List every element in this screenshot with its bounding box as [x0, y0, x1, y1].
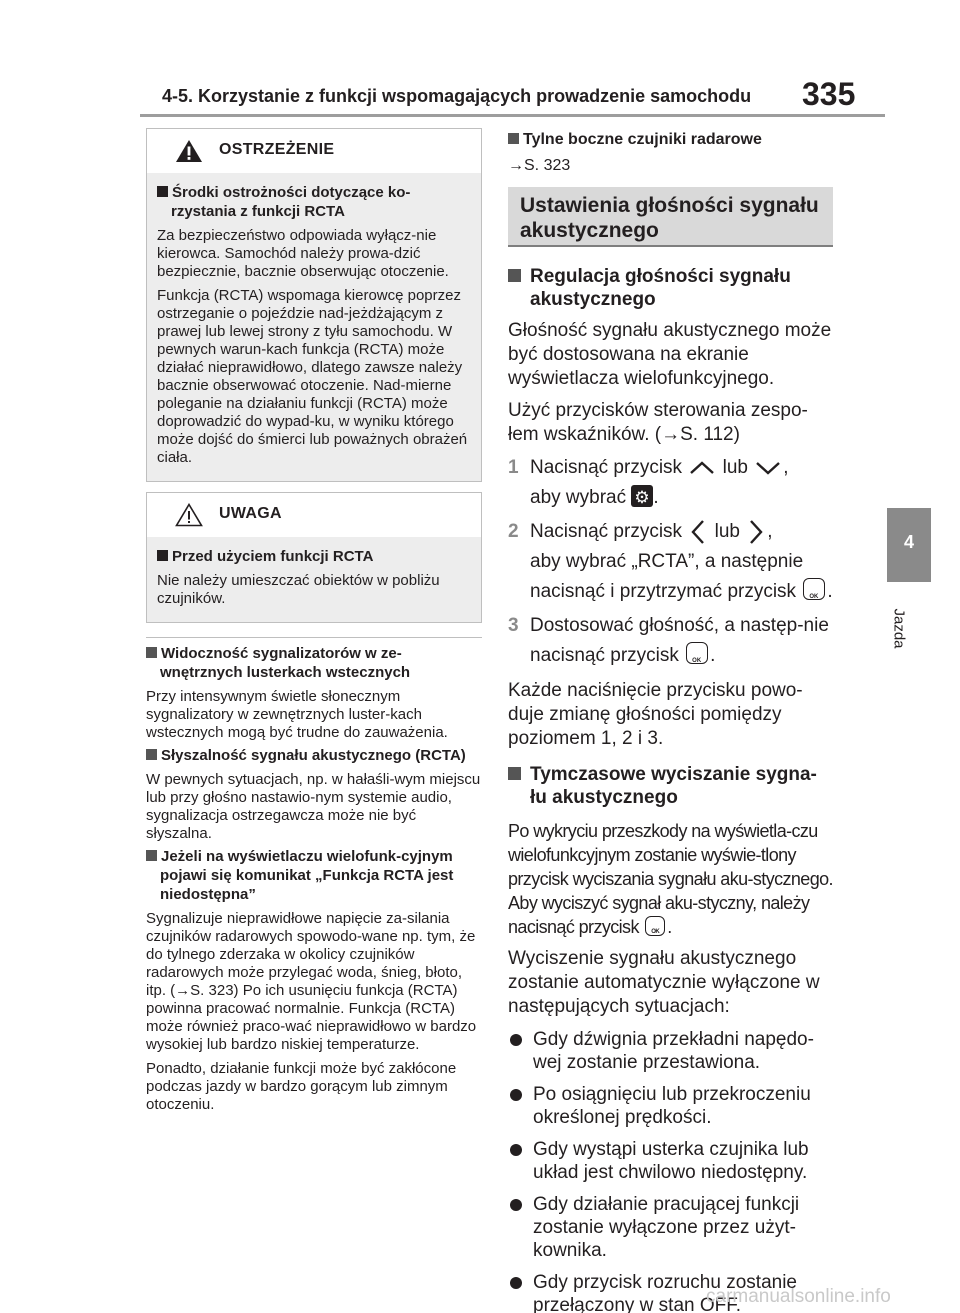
page-header: 4-5. Korzystanie z funkcji wspomagającyc… — [0, 0, 960, 120]
section-heading: Widoczność sygnalizatorów w ze-wnętrznyc… — [146, 644, 482, 682]
mute-paragraph: Po wykryciu przeszkody na wyświetla-czu … — [508, 819, 834, 944]
ok-button-icon — [803, 578, 826, 612]
ok-button-icon — [645, 916, 666, 944]
notice-heading: Przed użyciem funkcji RCTA — [157, 547, 471, 566]
page-number: 335 — [802, 76, 856, 112]
mute-heading: Tymczasowe wyciszanie sygna-łu akustyczn… — [508, 763, 833, 809]
list-item: Gdy przycisk rozruchu zostanie przełączo… — [508, 1271, 833, 1313]
chevron-right-icon — [750, 520, 763, 544]
warning-paragraph: Za bezpieczeństwo odpowiada wyłącz-nie k… — [157, 227, 449, 280]
volume-paragraph: Głośność sygnału akustycznego może być d… — [508, 320, 832, 389]
settings-gear-icon — [631, 483, 654, 513]
square-bullet-icon — [146, 647, 157, 658]
square-bullet-icon — [157, 186, 168, 197]
section-heading: Słyszalność sygnału akustycznego (RCTA) — [146, 746, 482, 765]
section-paragraph: Sygnalizuje nieprawidłowe napięcie za-si… — [146, 910, 477, 1053]
mute-paragraph: Wyciszenie sygnału akustycznego zostanie… — [508, 948, 820, 1017]
right-column: Tylne boczne czujniki radarowe →S. 323 U… — [508, 128, 834, 1313]
warning-box-body: Środki ostrożności dotyczące ko-rzystani… — [147, 173, 481, 481]
volume-paragraph: Użyć przycisków sterowania zespo-łem wsk… — [508, 400, 808, 445]
step-number: 2 — [508, 521, 519, 542]
square-bullet-icon — [508, 269, 521, 282]
chapter-side-label: Jazda — [887, 596, 931, 656]
chevron-down-icon — [756, 462, 781, 475]
radar-heading: Tylne boczne czujniki radarowe — [508, 130, 833, 149]
list-item: Po osiągnięciu lub przekroczeniu określo… — [508, 1083, 833, 1129]
notice-box-header: UWAGA — [147, 493, 481, 537]
list-item: Gdy dźwignia przekładni napędo-wej zosta… — [508, 1028, 833, 1074]
notice-box-body: Przed użyciem funkcji RCTA Nie należy um… — [147, 537, 481, 622]
square-bullet-icon — [157, 550, 168, 561]
volume-heading: Regulacja głośności sygnału akustycznego — [508, 265, 833, 311]
warning-box-title: OSTRZEŻENIE — [219, 141, 335, 158]
left-column: OSTRZEŻENIE Środki ostrożności dotyczące… — [146, 128, 482, 1114]
step-number: 1 — [508, 457, 519, 478]
header-divider — [140, 114, 885, 117]
notice-paragraph: Nie należy umieszczać obiektów w pobliżu… — [157, 572, 440, 607]
square-bullet-icon — [508, 133, 519, 144]
chapter-title: 4-5. Korzystanie z funkcji wspomagającyc… — [162, 86, 752, 106]
warning-triangle-icon — [176, 140, 202, 162]
watermark: carmanualsonline.info — [706, 1286, 891, 1307]
chevron-up-icon — [690, 461, 715, 474]
section-divider — [146, 637, 482, 638]
square-bullet-icon — [146, 749, 157, 760]
section-heading: Jeżeli na wyświetlaczu wielofunk-cyjnym … — [146, 847, 482, 904]
step-number: 3 — [508, 615, 519, 636]
step-3: 3 Dostosować głośność, a następ-nie naci… — [508, 611, 833, 676]
section-banner: Ustawienia głośności sygnału akustyczneg… — [508, 187, 833, 247]
ok-button-icon — [686, 642, 709, 676]
warning-paragraph: Funkcja (RCTA) wspomaga kierowcę poprzez… — [157, 287, 468, 466]
volume-paragraph: Każde naciśnięcie przycisku powo-duje zm… — [508, 680, 803, 749]
section-paragraph: W pewnych sytuacjach, np. w hałaśli-wym … — [146, 771, 481, 842]
chapter-tab: 4 — [887, 508, 931, 582]
square-bullet-icon — [146, 850, 157, 861]
caution-triangle-icon — [175, 503, 203, 527]
notice-box: UWAGA Przed użyciem funkcji RCTA Nie nal… — [146, 492, 482, 623]
warning-box: OSTRZEŻENIE Środki ostrożności dotyczące… — [146, 128, 482, 482]
section-paragraph: Przy intensywnym świetle słonecznym sygn… — [146, 688, 448, 741]
warning-box-header: OSTRZEŻENIE — [147, 129, 481, 173]
section-paragraph: Ponadto, działanie funkcji może być zakł… — [146, 1060, 457, 1113]
notice-box-title: UWAGA — [219, 505, 282, 522]
step-1: 1 Nacisnąć przycisk lub , aby wybrać . — [508, 453, 833, 513]
warning-heading: Środki ostrożności dotyczące ko-rzystani… — [157, 183, 471, 221]
square-bullet-icon — [508, 767, 521, 780]
chapter-side-label-text: Jazda — [890, 608, 908, 649]
chapter-tab-number: 4 — [903, 532, 914, 552]
list-item: Gdy wystąpi usterka czujnika lub układ j… — [508, 1138, 833, 1184]
list-item: Gdy działanie pracującej funkcji zostani… — [508, 1193, 833, 1262]
chevron-left-icon — [691, 520, 705, 544]
radar-page-ref: →S. 323 — [508, 157, 571, 174]
step-2: 2 Nacisnąć przycisk lub , aby wybrać „RC… — [508, 517, 833, 612]
